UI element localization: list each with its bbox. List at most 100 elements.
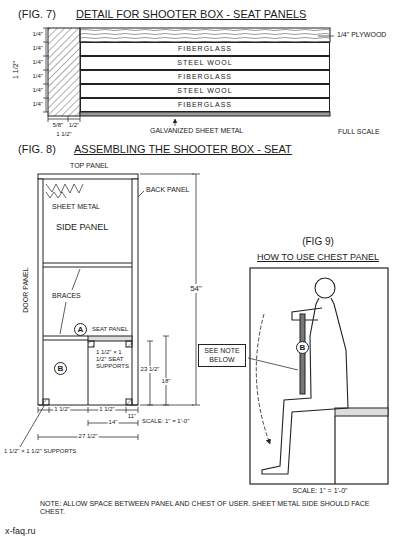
shooter-box-outline (250, 268, 388, 484)
dimension-label: 1 1/2" × 1 1/2" SEAT SUPPORTS (96, 349, 130, 370)
seat-panel (88, 336, 132, 341)
dimension-label: GALVANIZED SHEET METAL (150, 127, 243, 135)
sheet-metal-scribble (46, 184, 83, 198)
dimension-label: DOOR PANEL (22, 267, 30, 312)
dimension-line (43, 28, 80, 122)
dimension-label: 23 1/2" (140, 366, 161, 373)
shooter-box-outline (334, 416, 335, 484)
leader-line (72, 269, 80, 290)
box-frame (38, 263, 138, 405)
dimension-label: 5/8" (53, 122, 63, 129)
end-section (48, 28, 80, 116)
dimension-label: BRACES (52, 292, 81, 300)
figure-number: (FIG 9) (302, 236, 334, 248)
door-panel (38, 179, 43, 405)
figure-title: ASSEMBLING THE SHOOTER BOX - SEAT (74, 143, 292, 156)
dimension-label: FULL SCALE (338, 128, 380, 136)
leader-line (20, 406, 44, 447)
leader-line (138, 191, 144, 197)
dimension-line (38, 407, 138, 413)
chest-panel (300, 314, 305, 394)
dimension-label: 1/4" (33, 31, 43, 38)
dimension-label: 1/4" (33, 45, 43, 52)
leader-line (318, 36, 334, 37)
dimension-label: 1/4" (33, 73, 43, 80)
box-frame (88, 347, 89, 405)
dimension-label: TOP PANEL (70, 162, 109, 170)
seat-panel (88, 336, 132, 341)
dimension-line (88, 420, 138, 426)
sheet-metal-layer (80, 112, 330, 116)
seat-support (43, 341, 132, 405)
dimension-label: 1/4" (33, 59, 43, 66)
node-text: STEEL WOOL (177, 59, 232, 67)
dimension-label: 1/2" (69, 122, 79, 129)
callout-circle: B (54, 362, 67, 375)
sheet-metal-layer (80, 112, 330, 116)
node-text: B (300, 343, 306, 352)
door-panel (38, 179, 43, 405)
user-figure (292, 308, 322, 320)
dimension-label: 27 1/2" (78, 433, 99, 440)
node-text: A (78, 325, 84, 334)
node-text: FIBERGLASS (178, 101, 232, 109)
leader-line (60, 302, 66, 334)
leader-line (248, 358, 298, 370)
leader-line (248, 358, 298, 370)
dimension-label: 54" (189, 284, 203, 293)
leader-line (20, 191, 144, 447)
sheet-metal-scribble (46, 184, 83, 198)
dimension-label: 1/4" (33, 101, 43, 108)
dimension-label: 1 1/2" (12, 61, 20, 79)
seat-support (126, 341, 132, 347)
seat-support (88, 341, 94, 347)
dimension-label: BACK PANEL (146, 186, 189, 194)
dimension-line (43, 28, 49, 112)
plywood-layer (80, 28, 330, 42)
dimension-line (147, 341, 153, 405)
swing-arrow (256, 314, 270, 444)
user-figure (315, 278, 335, 298)
dimension-line (38, 434, 138, 440)
top-panel (38, 174, 138, 179)
figure-number: (FIG. 7) (18, 8, 56, 21)
note-box: SEE NOTE BELOW (198, 344, 246, 367)
box-frame (43, 263, 132, 267)
seat (335, 408, 388, 416)
node-text: SEE NOTE BELOW (202, 347, 242, 363)
swing-arrow (256, 314, 270, 444)
dimension-label: SCALE: 1" = 1'-0" (142, 418, 189, 425)
dimension-label: SEAT PANEL (92, 326, 128, 333)
callout-circle: A (74, 323, 87, 336)
note-text: NOTE: ALLOW SPACE BETWEEN PANEL AND CHES… (40, 500, 370, 516)
dimension-label: SIDE PANEL (56, 222, 108, 232)
leader-line (175, 119, 176, 126)
figure-title: DETAIL FOR SHOOTER BOX - SEAT PANELS (76, 8, 306, 21)
dimension-line (38, 174, 200, 440)
dimension-line (48, 116, 80, 122)
shooter-box-outline (250, 268, 388, 484)
node-text: FIBERGLASS (178, 45, 232, 53)
dimension-label: 18" (161, 378, 172, 385)
user-figure (262, 298, 348, 474)
dimension-label: 1 1/2" (56, 131, 71, 138)
dimension-label: 1/4" PLYWOOD (337, 31, 386, 39)
back-panel (132, 179, 138, 405)
box-frame (43, 336, 88, 340)
node-text: FIBERGLASS (178, 73, 232, 81)
seat-support (126, 399, 132, 405)
chest-panel (300, 314, 305, 394)
node-text: STEEL WOOL (177, 87, 232, 95)
dimension-label: SHEET METAL (52, 203, 100, 211)
layer-band: FIBERGLASS (80, 42, 330, 56)
user-figure (262, 278, 348, 474)
figure-number: (FIG. 8) (18, 143, 56, 156)
watermark: x-faq.ru (5, 526, 36, 536)
plywood-layer (80, 28, 330, 42)
seat (335, 408, 388, 416)
dimension-label: 11" (128, 413, 136, 420)
seat-support (43, 399, 49, 405)
dimension-label: 1 1/2" × 1 1/2" SUPPORTS (4, 448, 76, 455)
top-panel (38, 174, 138, 179)
